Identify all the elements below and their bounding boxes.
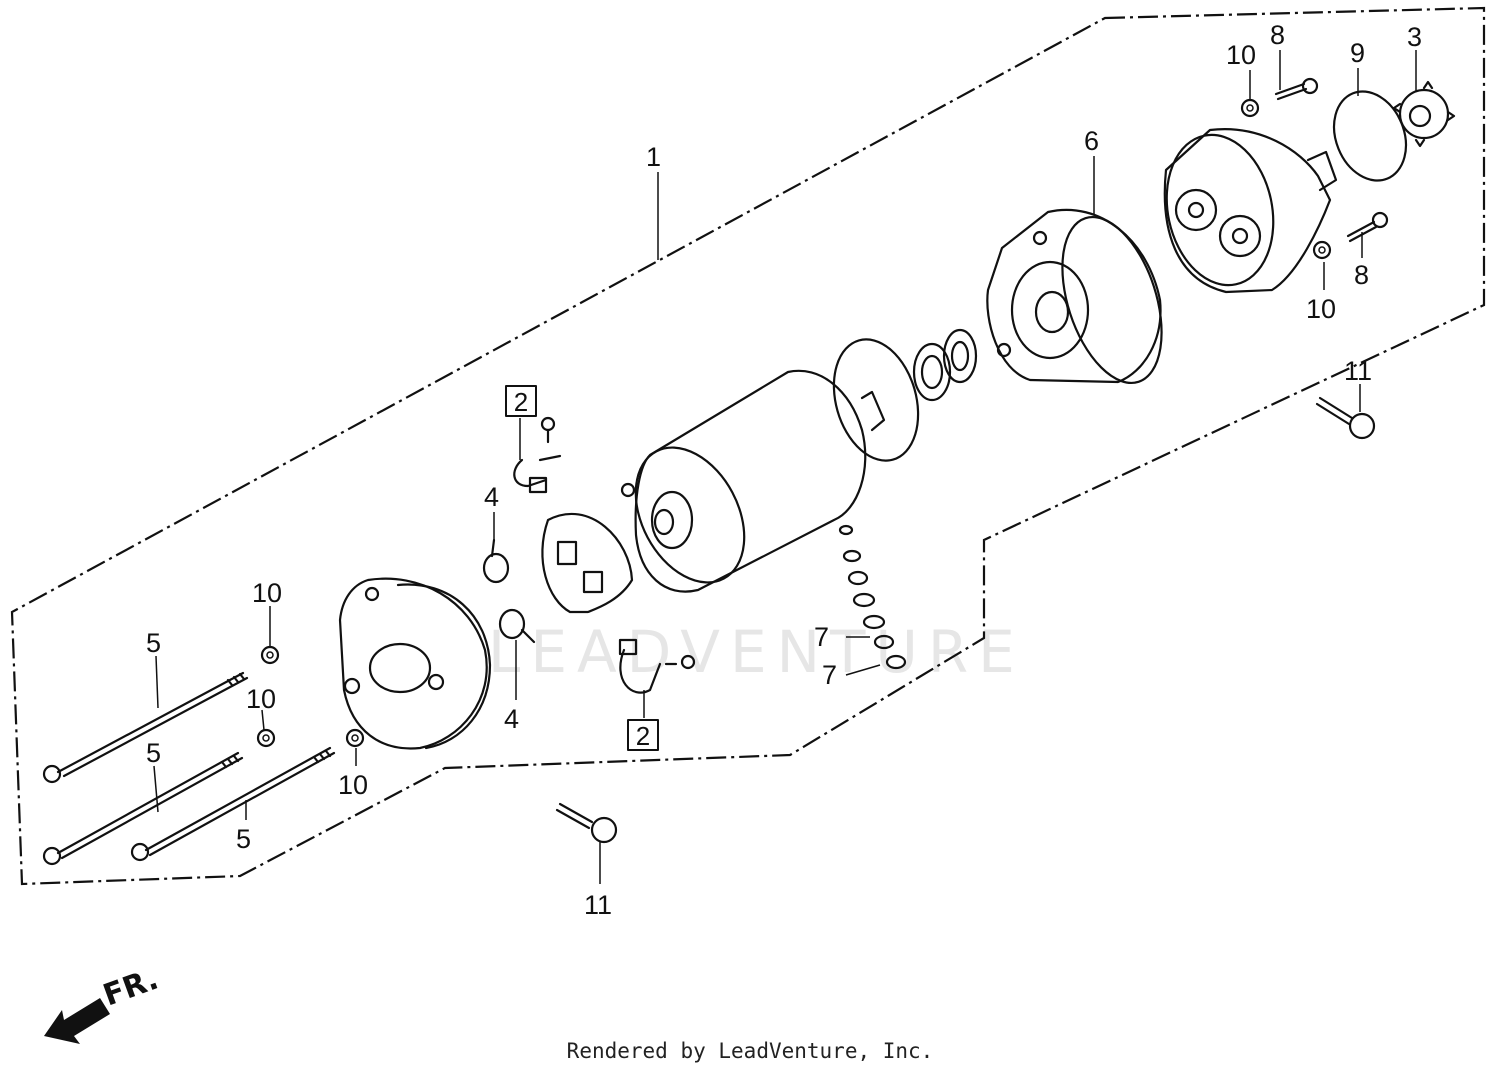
through-bolts [42, 671, 336, 866]
pinion-gear-3 [1392, 80, 1456, 148]
assembly-boundary [10, 6, 1486, 886]
front-direction-label: FR. [99, 962, 163, 1014]
callout-4a: 4 [484, 482, 499, 512]
callout-10d: 10 [246, 684, 276, 714]
gear-housing-part [1163, 128, 1338, 294]
brush-holder-part [541, 513, 634, 614]
svg-text:2: 2 [514, 387, 528, 417]
callout-11a: 11 [1344, 356, 1372, 386]
rear-cover-part [338, 577, 492, 750]
callout-10e: 10 [338, 770, 368, 800]
armature-yoke-part [620, 369, 886, 593]
flange-bolts-11 [555, 396, 1376, 844]
callout-8a: 8 [1270, 20, 1285, 50]
terminal-hardware-7 [838, 524, 907, 670]
bolts-8 [1274, 77, 1389, 243]
front-bracket-part [986, 208, 1163, 385]
callout-10b: 10 [1306, 294, 1336, 324]
callout-9: 9 [1350, 38, 1365, 68]
boxed-callout-2b: 2 [627, 719, 659, 751]
callout-10c: 10 [252, 578, 282, 608]
svg-text:2: 2 [636, 721, 650, 751]
callout-3: 3 [1407, 22, 1422, 52]
watermark-text: LEADVENTURE [488, 618, 1025, 686]
brushes-2 [513, 416, 696, 694]
callout-6: 6 [1084, 126, 1099, 156]
oring-9 [1332, 90, 1408, 182]
callout-5b: 5 [146, 738, 161, 768]
callout-11b: 11 [584, 890, 612, 920]
callout-5a: 5 [146, 628, 161, 658]
brush-springs-4 [482, 538, 536, 644]
credit-text: Rendered by LeadVenture, Inc. [567, 1039, 934, 1063]
callout-4b: 4 [504, 704, 519, 734]
front-arrow-icon [44, 998, 110, 1044]
leader-lines [153, 50, 1417, 884]
callout-1: 1 [646, 142, 661, 172]
callout-10a: 10 [1226, 40, 1256, 70]
front-direction-indicator: FR. [44, 962, 163, 1044]
callout-7a: 7 [814, 622, 829, 652]
callout-5c: 5 [236, 824, 251, 854]
callout-8b: 8 [1354, 260, 1369, 290]
callout-7b: 7 [822, 660, 837, 690]
oring-washers [832, 328, 978, 462]
boxed-callout-2a: 2 [505, 385, 537, 417]
